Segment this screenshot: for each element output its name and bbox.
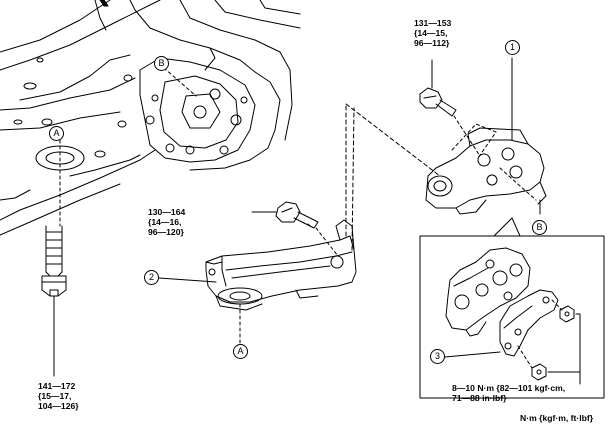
callout-part-3: 3	[430, 349, 445, 364]
bolt-middle	[275, 201, 319, 229]
dashed-leaders-cross	[345, 103, 441, 251]
dashed-hidden-lines-mount	[451, 123, 537, 201]
callout-ref-a-bottom: A	[233, 344, 248, 359]
dashed-leader-bolt-mid	[315, 227, 339, 257]
detail-mount-part	[445, 247, 531, 337]
callout-ref-b-top: B	[154, 56, 169, 71]
dashed-leader-bolt-tr	[453, 115, 481, 157]
callout-ref-a-top: A	[49, 126, 64, 141]
torque-nut-detail: 8—10 N·m {82—101 kgf·cm, 71—88 in·lbf}	[452, 383, 566, 403]
bolt-top-right	[419, 59, 457, 117]
callout-ref-b-bottom: B	[532, 220, 547, 235]
bolt-long	[41, 225, 67, 377]
dashed-leaders-upper	[59, 67, 197, 227]
detail-dashed-leaders	[517, 299, 563, 369]
callout-part-1: 1	[505, 40, 520, 55]
vehicle-body-structure	[0, 0, 301, 236]
torque-bolt-top-right: 131—153 {14—15, 96—112}	[414, 18, 452, 48]
mount-bracket-lower	[205, 219, 357, 311]
detail-nuts	[531, 305, 575, 381]
detail-torque-bracket	[547, 313, 581, 385]
units-note: N·m {kgf·m, ft·lbf}	[520, 413, 594, 423]
detail-bracket-plate	[499, 289, 559, 357]
torque-bolt-middle: 130—164 {14—16, 96—120}	[148, 207, 186, 237]
torque-bolt-bottom-left: 141—172 {15—17, 104—126}	[38, 381, 79, 411]
mount-upper	[425, 57, 547, 215]
leader-lines	[158, 211, 501, 358]
detail-callout-box	[419, 217, 605, 399]
callout-part-2: 2	[144, 270, 159, 285]
